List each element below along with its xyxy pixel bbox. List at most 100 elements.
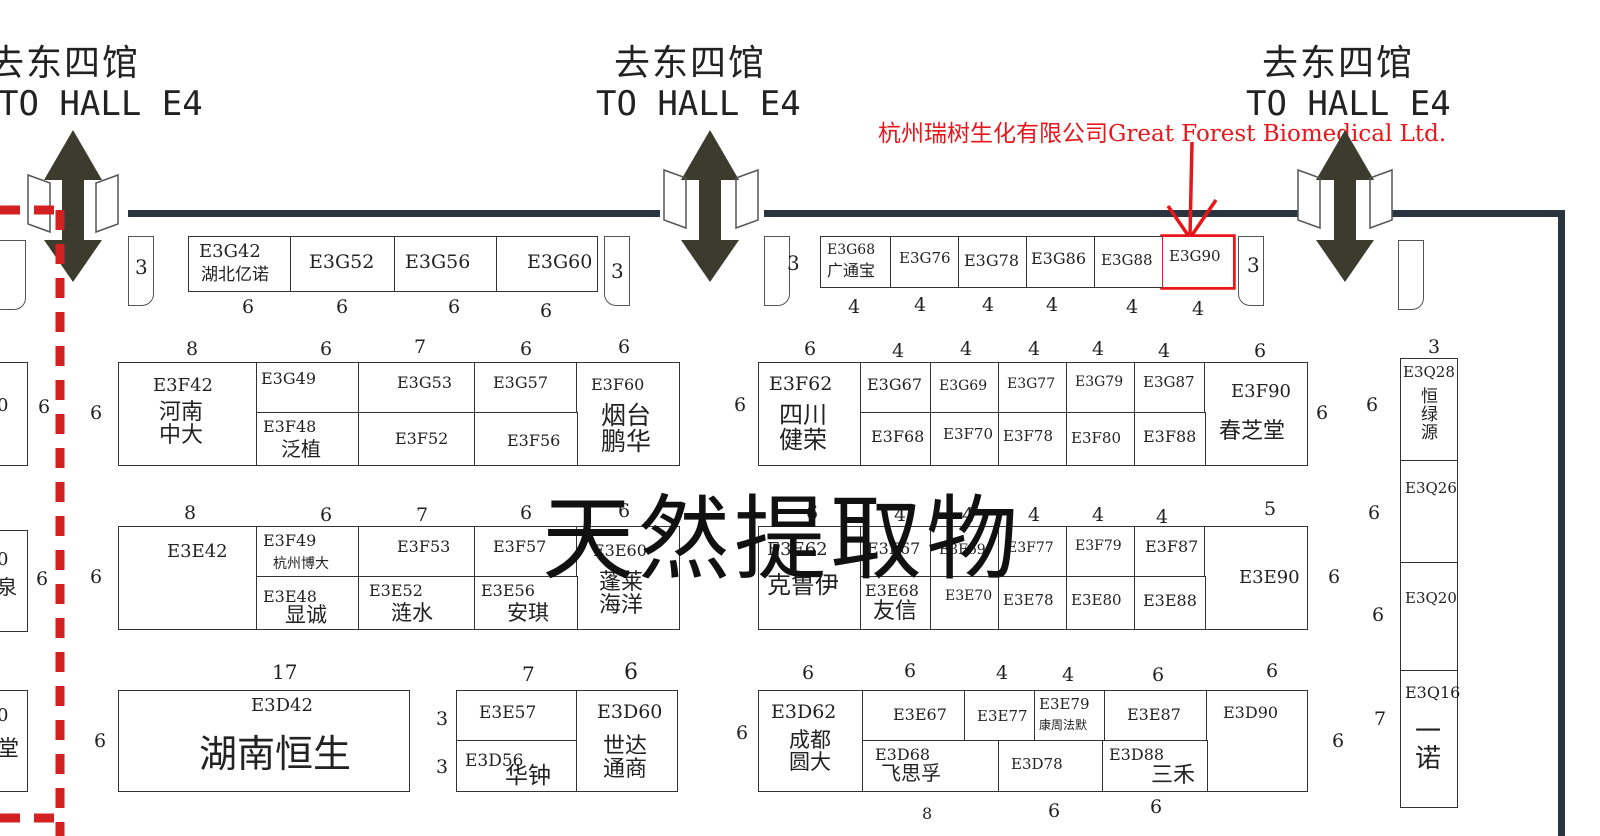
booth-e3g67[interactable]: E3G67 xyxy=(860,362,932,414)
dimension-label: 4 xyxy=(892,340,905,362)
dimension-label: 3 xyxy=(1428,336,1441,358)
booth-partial[interactable]: 0 泉 xyxy=(0,530,28,632)
booth-e3g78[interactable]: E3G78 xyxy=(958,236,1028,288)
dimension-label: 6 xyxy=(1366,394,1379,416)
booth-e3g76[interactable]: E3G76 xyxy=(890,236,960,288)
dimension-label: 6 xyxy=(520,338,533,360)
booth-e3f56[interactable]: E3F56 xyxy=(474,412,578,466)
booth-e3d42[interactable]: E3D42 湖南恒生 xyxy=(118,690,410,792)
booth-e3f78[interactable]: E3F78 xyxy=(998,412,1068,466)
booth-e3e79[interactable]: E3E79 康周法默 xyxy=(1034,690,1106,742)
dimension-label: 4 xyxy=(1156,506,1169,528)
booth-e3f80[interactable]: E3F80 xyxy=(1066,412,1136,466)
booth-e3f68[interactable]: E3F68 xyxy=(860,412,932,466)
dimension-label: 3 xyxy=(436,756,449,778)
booth-e3e70[interactable]: E3E70 xyxy=(930,576,1000,630)
booth-e3g49[interactable]: E3G49 xyxy=(256,362,360,414)
booth-e3e60[interactable]: E3E60 蓬莱 海洋 xyxy=(576,526,680,630)
booth-e3d68[interactable]: E3D68 飞思孚 xyxy=(862,740,1000,792)
booth-e3g77[interactable]: E3G77 xyxy=(998,362,1068,414)
booth-e3f79[interactable]: E3F79 xyxy=(1066,526,1136,578)
booth-e3d90[interactable]: E3D90 xyxy=(1206,690,1308,792)
booth-partial[interactable]: 0 xyxy=(0,362,28,466)
corner-booth xyxy=(1398,240,1424,310)
dimension-label: 6 xyxy=(36,568,49,590)
dimension-label: 6 xyxy=(1328,566,1341,588)
hall-label-cn: 去东四馆 xyxy=(614,43,767,84)
booth-e3e56[interactable]: E3E56 安琪 xyxy=(474,576,578,630)
booth-e3g88[interactable]: E3G88 xyxy=(1094,236,1164,288)
dimension-label: 6 xyxy=(1372,604,1385,626)
booth-partial[interactable]: 0 堂 xyxy=(0,690,28,792)
booth-e3e78[interactable]: E3E78 xyxy=(998,576,1068,630)
booth-e3g57[interactable]: E3G57 xyxy=(474,362,578,414)
dimension-label: 4 xyxy=(982,294,995,316)
booth-e3f52[interactable]: E3F52 xyxy=(358,412,476,466)
booth-e3f53[interactable]: E3F53 xyxy=(358,526,476,578)
booth-e3f42[interactable]: E3F42 河南 中大 xyxy=(118,362,258,466)
dimension-label: 8 xyxy=(186,338,199,360)
booth-e3g90[interactable]: E3G90 xyxy=(1162,236,1234,288)
dimension-label: 4 xyxy=(1092,338,1105,360)
booth-e3e87[interactable]: E3E87 xyxy=(1104,690,1208,742)
booth-e3e68[interactable]: E3E68 友信 xyxy=(860,576,932,630)
booth-e3g56[interactable]: E3G56 xyxy=(394,236,498,292)
dimension-label: 4 xyxy=(1062,664,1075,686)
booth-e3q16[interactable]: E3Q16 一 诺 xyxy=(1400,670,1460,808)
booth-e3f88[interactable]: E3F88 xyxy=(1134,412,1206,466)
booth-e3q26[interactable]: E3Q26 xyxy=(1400,460,1458,564)
booth-e3f48[interactable]: E3F48 泛植 xyxy=(256,412,360,466)
dimension-label: 6 xyxy=(320,338,333,360)
dimension-label: 6 xyxy=(806,502,819,524)
dimension-label: 4 xyxy=(1046,294,1059,316)
dimension-label: 6 xyxy=(242,296,255,318)
dimension-label: 4 xyxy=(1092,504,1105,526)
booth-e3f49[interactable]: E3F49 杭州博大 xyxy=(256,526,360,578)
booth-e3e77[interactable]: E3E77 xyxy=(964,690,1036,742)
booth-e3e88[interactable]: E3E88 xyxy=(1134,576,1206,630)
booth-e3f62[interactable]: E3F62 四川 健荣 xyxy=(758,362,862,466)
booth-e3d60[interactable]: E3D60 世达 通商 xyxy=(576,690,678,792)
booth-e3g79[interactable]: E3G79 xyxy=(1066,362,1136,414)
booth-e3f87[interactable]: E3F87 xyxy=(1134,526,1206,578)
wall xyxy=(764,210,1298,217)
booth-e3e80[interactable]: E3E80 xyxy=(1066,576,1136,630)
booth-e3q20[interactable]: E3Q20 xyxy=(1400,562,1458,672)
booth-e3d56[interactable]: E3D56 华钟 xyxy=(456,740,578,792)
double-arrow-icon xyxy=(681,130,739,282)
booth-e3g86[interactable]: E3G86 xyxy=(1026,236,1096,288)
booth-e3g42[interactable]: E3G42 湖北亿诺 xyxy=(188,236,292,292)
booth-e3f60[interactable]: E3F60 烟台 鹏华 xyxy=(576,362,680,466)
booth-e3g53[interactable]: E3G53 xyxy=(358,362,476,414)
dimension-label: 5 xyxy=(1264,498,1277,520)
dimension-label: 6 xyxy=(904,660,917,682)
booth-e3g68[interactable]: E3G68 广通宝 xyxy=(820,236,892,288)
double-arrow-icon xyxy=(1316,130,1374,282)
booth-e3f90[interactable]: E3F90 春芝堂 xyxy=(1204,362,1308,466)
booth-e3d62[interactable]: E3D62 成都 圆大 xyxy=(758,690,864,792)
wall xyxy=(1558,210,1565,836)
booth-e3g69[interactable]: E3G69 xyxy=(930,362,1000,414)
booth-e3g60[interactable]: E3G60 xyxy=(496,236,598,292)
wall xyxy=(1392,210,1564,217)
booth-e3g87[interactable]: E3G87 xyxy=(1134,362,1206,414)
booth-e3e42[interactable]: E3E42 xyxy=(118,526,258,630)
dimension-label: 6 xyxy=(618,500,631,522)
booth-e3e57[interactable]: E3E57 xyxy=(456,690,578,742)
booth-e3g52[interactable]: E3G52 xyxy=(290,236,396,292)
zone-title: 天然提取物 xyxy=(542,486,1023,593)
booth-e3q28[interactable]: E3Q28 恒 绿 源 xyxy=(1400,358,1458,462)
booth-e3f77[interactable]: E3F77 xyxy=(998,526,1068,578)
corner-booth: 3 xyxy=(764,236,800,306)
booth-e3d78[interactable]: E3D78 xyxy=(998,740,1104,792)
hall-label-en: TO HALL E4 xyxy=(1246,84,1451,124)
booth-e3e62[interactable]: E3E62 克鲁伊 xyxy=(758,526,862,630)
booth-e3f70[interactable]: E3F70 xyxy=(930,412,1000,466)
dimension-label: 4 xyxy=(848,296,861,318)
booth-e3e48[interactable]: E3E48 显诚 xyxy=(256,576,360,630)
dimension-label: 6 xyxy=(1332,730,1345,752)
booth-e3e52[interactable]: E3E52 涟水 xyxy=(358,576,476,630)
booth-e3e67[interactable]: E3E67 xyxy=(862,690,966,742)
booth-e3d88[interactable]: E3D88 三禾 xyxy=(1102,740,1208,792)
booth-e3e90[interactable]: E3E90 xyxy=(1204,526,1308,630)
